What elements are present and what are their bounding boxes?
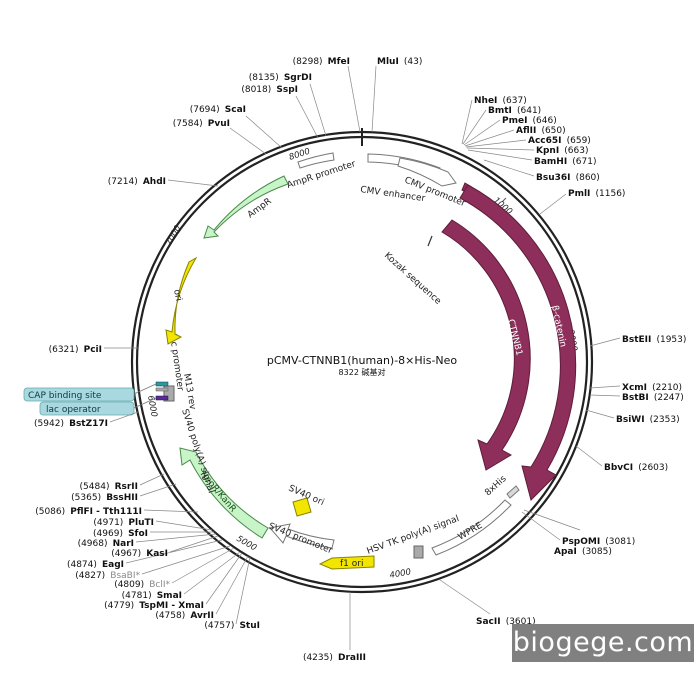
site-pmei[interactable]: PmeI (646)	[502, 108, 557, 127]
site-leaders	[104, 65, 621, 650]
ampr-arrow[interactable]	[203, 175, 289, 239]
lac-operator-label: lac operator	[46, 405, 101, 415]
plasmid-size: 8322 碱基对	[339, 367, 386, 377]
site-avrii[interactable]: (4758) AvrII	[155, 603, 214, 622]
plasmid-title: pCMV-CTNNB1(human)-8×His-Neo	[267, 354, 458, 367]
site-sspi[interactable]: (8018) SspI	[241, 77, 298, 96]
site-sacii[interactable]: SacII (3601)	[476, 609, 536, 628]
sv40-ori-box[interactable]	[292, 497, 312, 517]
site-bsteii[interactable]: BstEII (1953)	[622, 327, 686, 346]
cap-binding-site-mark[interactable]	[155, 381, 169, 387]
site-draiii[interactable]: (4235) DraIII	[303, 645, 366, 664]
site-pcii[interactable]: (6321) PciI	[49, 337, 102, 356]
site-bstz17i[interactable]: (5942) BstZ17I	[34, 411, 108, 430]
site-sfoi[interactable]: (4969) SfoI	[93, 521, 148, 540]
ampr-promoter-label: AmpR promoter	[286, 159, 357, 191]
site-ahdi[interactable]: (7214) AhdI	[108, 169, 166, 188]
site-rsrii[interactable]: (5484) RsrII	[80, 474, 138, 493]
site-stui[interactable]: (4757) StuI	[204, 613, 260, 632]
site-eagi[interactable]: (4874) EagI	[67, 552, 124, 571]
sv40-promoter-arrow[interactable]	[269, 523, 335, 549]
hsv-tk-polya-box[interactable]	[413, 545, 424, 559]
site-bcli[interactable]: (4809) BclI*	[114, 572, 170, 591]
site-aflii[interactable]: AflII (650)	[516, 118, 566, 137]
f1-ori-label: f1 ori	[340, 559, 363, 569]
site-mlui[interactable]: MluI (43)	[377, 49, 422, 68]
neor-kanr-arrow[interactable]	[179, 447, 269, 539]
tick-6000: 6000	[145, 395, 159, 418]
his-tag-label: 8xHis	[483, 474, 509, 498]
site-tspmi-xmai[interactable]: (4779) TspMI - XmaI	[104, 593, 204, 612]
sv40-polya-box[interactable]	[163, 385, 175, 402]
wpre-label: WPRE	[457, 521, 485, 543]
site-nari[interactable]: (4968) NarI	[78, 531, 134, 550]
site-acc65i[interactable]: Acc65I (659)	[528, 128, 591, 147]
cap-binding-site-callout	[23, 387, 135, 402]
site-bamhi[interactable]: BamHI (671)	[534, 149, 597, 168]
his-tag-mark[interactable]	[506, 485, 520, 499]
site-xcmi[interactable]: XcmI (2210)	[622, 375, 682, 394]
kozak-label: Kozak sequence	[382, 251, 443, 307]
ctnnb1-arrow[interactable]	[441, 219, 531, 471]
site-pluti[interactable]: (4971) PluTI	[93, 510, 154, 529]
site-scai[interactable]: (7694) ScaI	[190, 97, 246, 116]
site-apai[interactable]: ApaI (3085)	[554, 539, 612, 558]
site-bsabi[interactable]: (4827) BsaBI*	[75, 563, 140, 582]
ori-arrow[interactable]	[165, 256, 198, 345]
site-pvui[interactable]: (7584) PvuI	[173, 111, 230, 130]
site-kasi[interactable]: (4967) KasI	[111, 541, 168, 560]
site-bsshii[interactable]: (5365) BssHII	[71, 485, 138, 504]
ori-label: ori	[171, 289, 183, 303]
site-nhei[interactable]: NheI (637)	[474, 88, 527, 107]
site-sgrdi[interactable]: (8135) SgrDI	[249, 65, 312, 84]
kozak-mark	[427, 235, 433, 247]
wpre-arrow[interactable]	[431, 499, 512, 556]
tick-7000: 7000	[164, 224, 183, 248]
cmv-promoter-arrow[interactable]	[397, 157, 457, 187]
site-bsu36i[interactable]: Bsu36I (860)	[536, 165, 600, 184]
site-bsiwi[interactable]: BsiWI (2353)	[616, 407, 680, 426]
m13-rev-mark[interactable]	[155, 387, 169, 392]
site-pmli[interactable]: PmlI (1156)	[568, 181, 625, 200]
site-mfei[interactable]: (8298) MfeI	[293, 49, 350, 68]
site-bmti[interactable]: BmtI (641)	[488, 98, 541, 117]
ampr-promoter-arrow[interactable]	[297, 152, 335, 169]
tick-4000: 4000	[389, 567, 412, 581]
watermark: biogege.com	[512, 624, 694, 662]
site-pflfi-tth111i[interactable]: (5086) PflFI - Tth111I	[35, 499, 142, 518]
lac-operator-mark[interactable]	[155, 395, 169, 401]
site-pspomi[interactable]: PspOMI (3081)	[562, 529, 635, 548]
site-bbvci[interactable]: BbvCI (2603)	[604, 455, 668, 474]
lac-operator-callout	[39, 401, 135, 416]
site-bstbi[interactable]: BstBI (2247)	[622, 385, 684, 404]
beta-catenin-arrow-body[interactable]	[459, 184, 577, 501]
cap-binding-site-label: CAP binding site	[28, 391, 102, 401]
site-kpni[interactable]: KpnI (663)	[536, 138, 588, 157]
f1-ori-arrow[interactable]	[318, 555, 375, 570]
site-smai[interactable]: (4781) SmaI	[122, 583, 182, 602]
